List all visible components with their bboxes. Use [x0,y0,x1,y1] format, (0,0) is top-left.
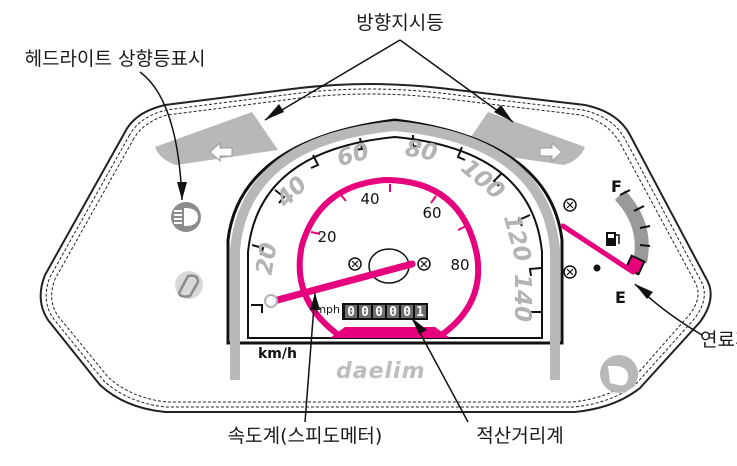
callout-turn-signal: 방향지시등 [356,12,443,34]
mph-tick-60: 60 [422,204,441,222]
mph-tick-marks [310,184,467,235]
mph-scale-arc [296,176,482,339]
kmh-unit-label: km/h [258,346,297,362]
right-turn-arrow-icon [539,141,563,163]
callout-high-beam: 헤드라이트 상향등표시 [25,48,206,70]
mph-scale-labels: 20 40 60 80 [317,190,469,274]
dial-screws [348,257,431,271]
high-beam-icon [174,207,199,227]
fuel-pump-icon [606,232,620,246]
callout-arrowheads [177,104,653,334]
callout-fuel-gauge: 연료계 [700,329,737,351]
key-slot [600,355,638,393]
key-icon [608,366,629,386]
odometer-digit-5: 0 [403,305,411,320]
odometer-digit-6: 1 [416,305,424,320]
odometer-digit-3: 0 [375,305,383,320]
odometer-digit-4: 0 [389,305,397,320]
odometer-digit-1: 0 [347,305,355,320]
high-beam-indicator [171,202,201,232]
kmh-scale-labels: 20 40 60 80 100 120 140 [252,136,536,322]
callout-odometer: 적산거리계 [476,425,563,447]
mph-tick-80: 80 [450,256,469,274]
callout-leaders [139,39,703,423]
odometer-digit-2: 0 [361,305,369,320]
mph-tick-20: 20 [317,228,336,246]
fuel-empty-label: E [615,288,626,307]
dial-bezel [230,120,560,380]
kmh-tick-marks [251,135,542,320]
left-turn-arrow-icon [209,141,233,163]
brand-logo-icon [175,271,203,299]
kmh-tick-140: 140 [509,274,535,322]
kmh-tick-80: 80 [403,136,439,167]
left-turn-signal [155,112,278,165]
fuel-needle [560,223,636,275]
callout-speedometer: 속도계(스피도메터) [228,425,383,447]
fuel-gauge: F E [560,177,651,307]
mph-unit-label: mph [315,303,340,316]
brand-name: daelim [336,359,426,384]
speed-needle [264,260,416,308]
fuel-full-label: F [611,177,622,196]
odometer: mph 0 0 0 0 0 1 [315,303,428,320]
mph-tick-40: 40 [360,190,379,208]
dial-base-band [330,327,450,338]
fuel-scale-arc [614,190,649,264]
kmh-tick-20: 20 [252,241,283,277]
